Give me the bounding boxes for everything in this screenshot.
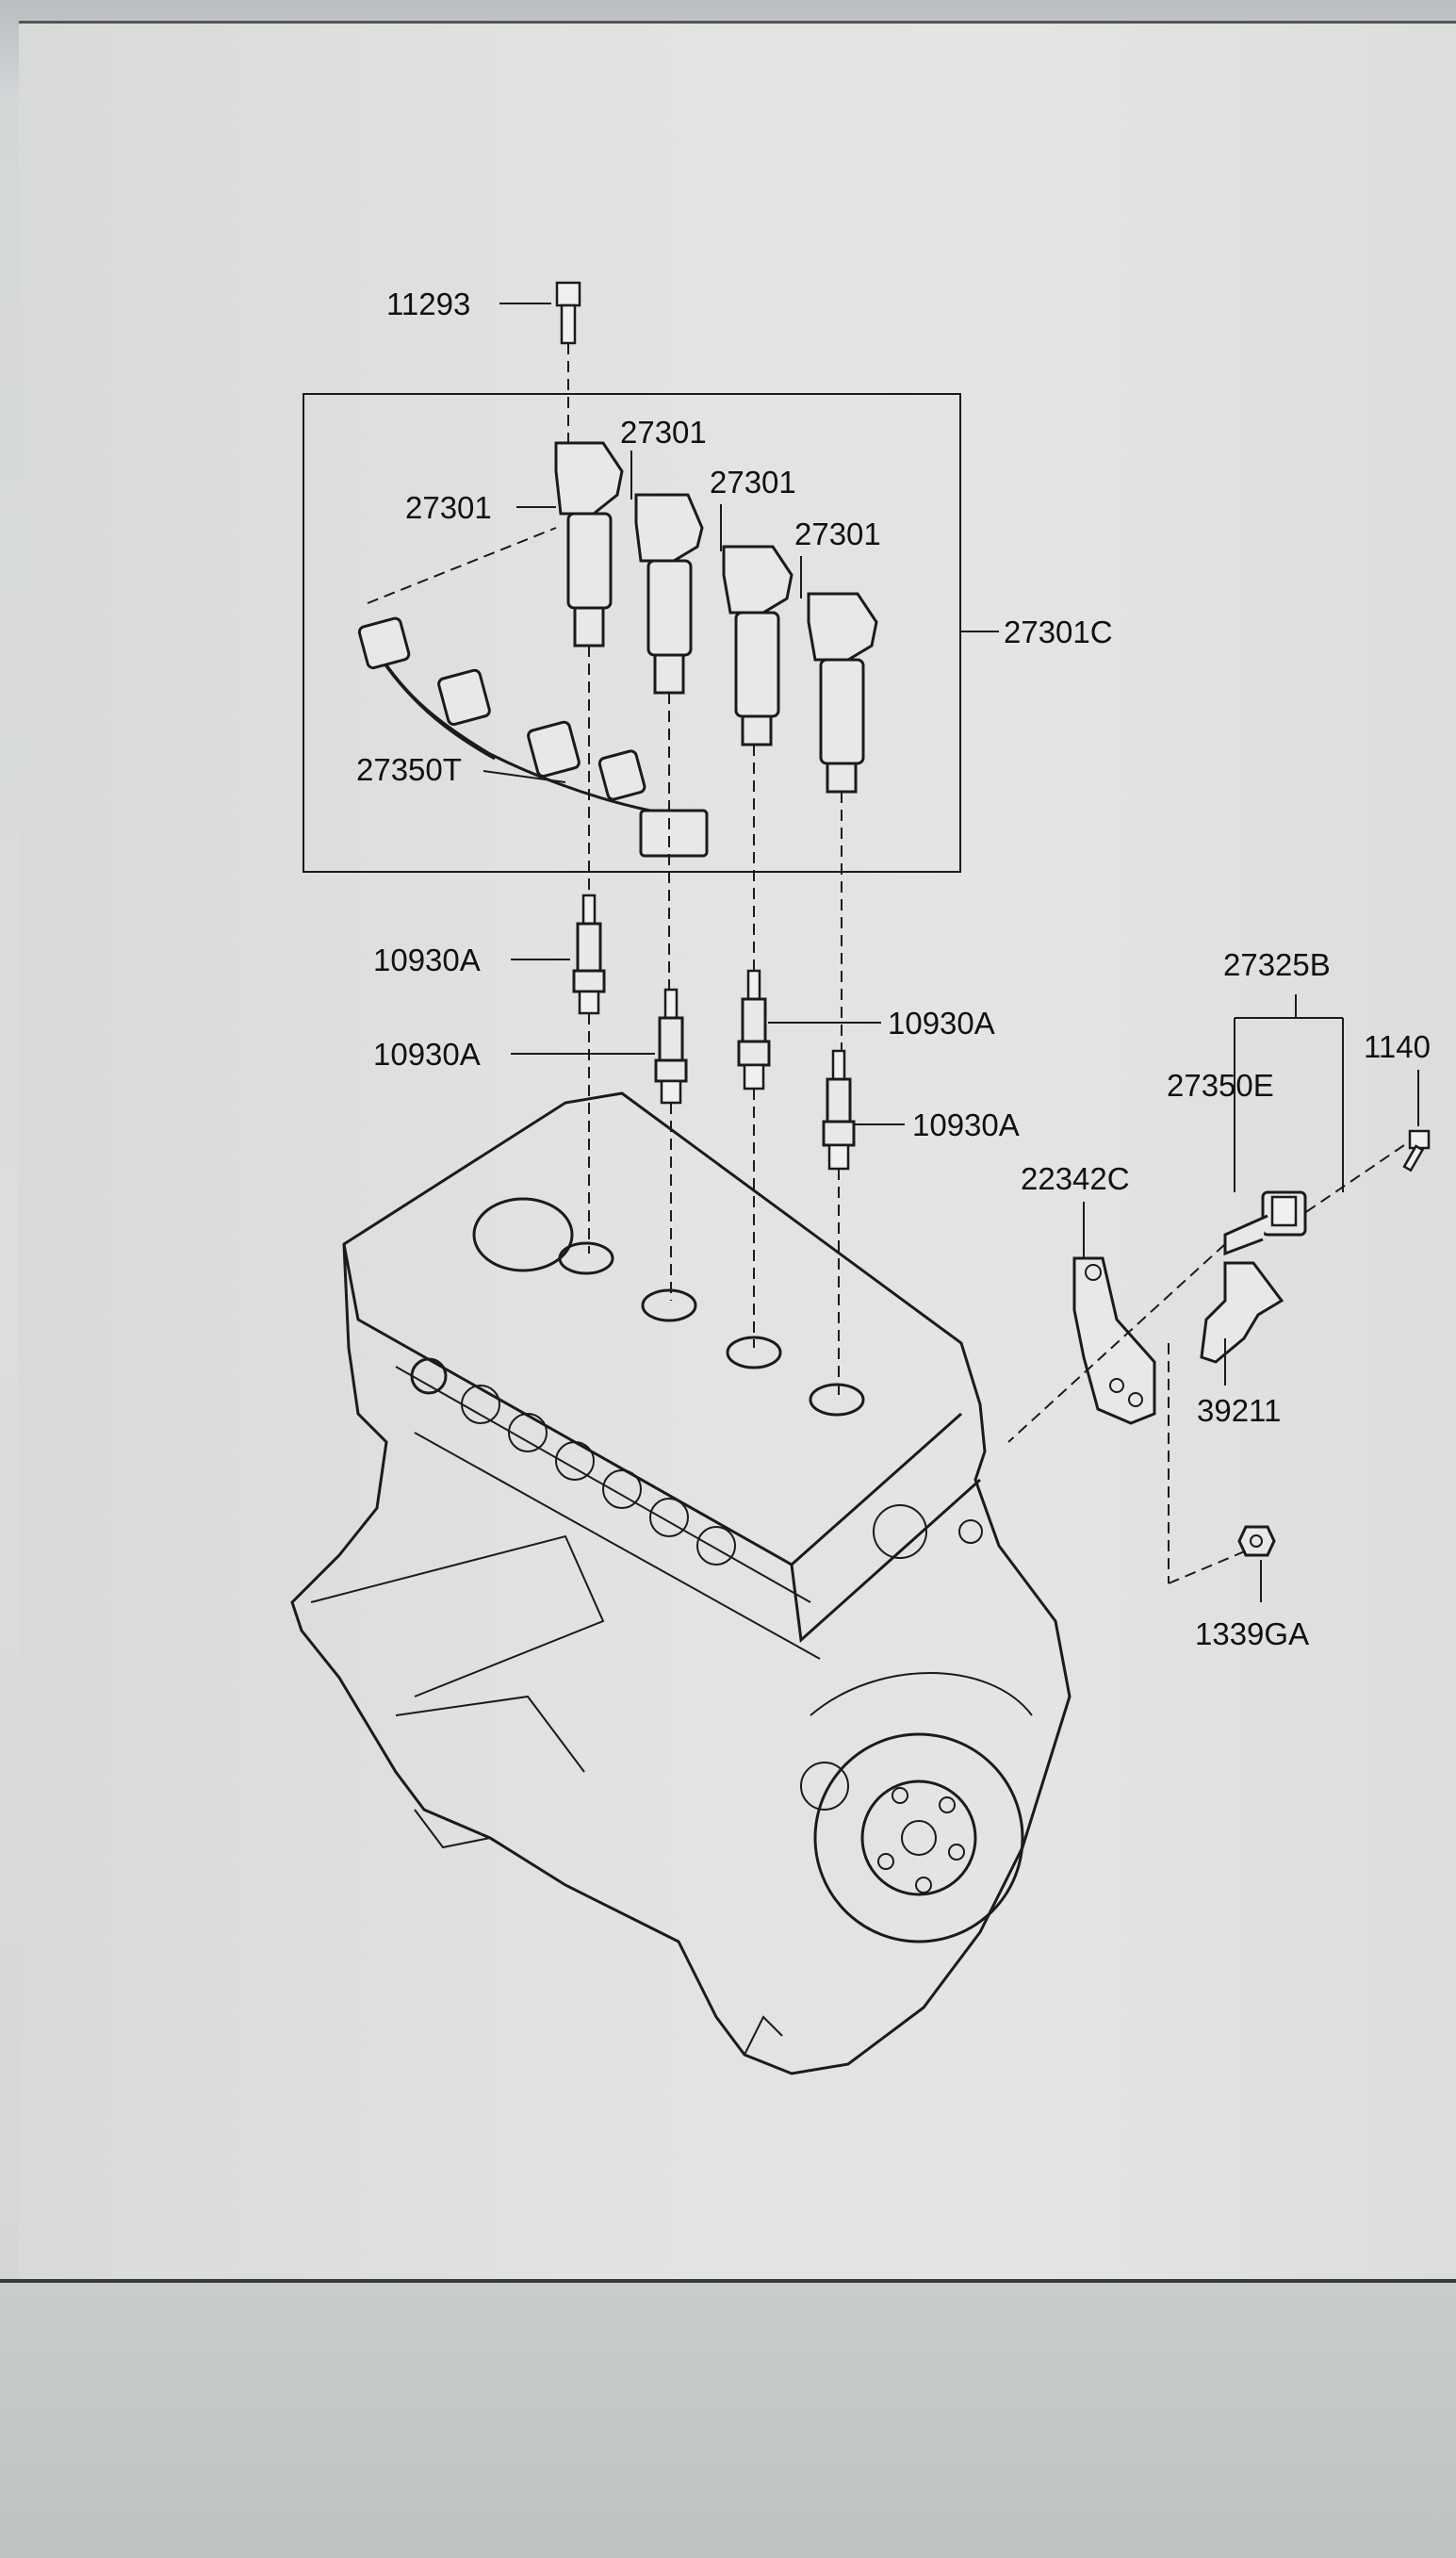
label-sensor-harness: 27350E: [1167, 1068, 1274, 1103]
spark-plug-2: [654, 988, 688, 1105]
ignition-coil-2: [634, 493, 704, 695]
label-bracket-plate: 22342C: [1021, 1161, 1130, 1196]
label-coil-a: 27301: [405, 490, 492, 525]
wiring-harness: [357, 527, 709, 858]
ignition-coil-3: [722, 545, 793, 746]
ignition-coil-4: [807, 592, 878, 794]
lower-margin: [0, 2283, 1456, 2558]
engine-block: [290, 1091, 1072, 2075]
crank-sensor: [1223, 1190, 1307, 1256]
sensor-bracket-plate: [1072, 1256, 1156, 1425]
coil-assembly-box: [303, 393, 961, 873]
diagram-sheet: [19, 21, 1456, 2286]
leader-27350T: [483, 770, 566, 783]
spark-plug-3: [737, 969, 771, 1090]
label-plug-b: 10930A: [373, 1037, 481, 1072]
label-plug-a: 10930A: [373, 943, 481, 977]
label-coil-c: 27301: [710, 465, 796, 500]
label-sensor-assembly: 27325B: [1223, 947, 1331, 982]
label-coil-b: 27301: [620, 415, 707, 450]
bottom-rule: [0, 2279, 1456, 2283]
spark-plug-1: [572, 894, 606, 1015]
spark-plug-4: [822, 1049, 856, 1171]
label-nut: 1339GA: [1195, 1616, 1309, 1651]
label-plug-d: 10930A: [912, 1107, 1020, 1142]
label-coil-d: 27301: [794, 517, 881, 551]
label-plug-c: 10930A: [888, 1006, 995, 1041]
small-bracket: [1200, 1261, 1284, 1364]
label-sensor-bolt: 1140: [1364, 1029, 1431, 1064]
sensor-bolt-icon: [1402, 1129, 1431, 1172]
label-bracket-small: 39211: [1197, 1393, 1281, 1428]
nut-icon: [1237, 1525, 1276, 1557]
ignition-coil-1: [554, 441, 624, 648]
label-bolt-top: 11293: [386, 287, 470, 321]
label-coil-assembly: 27301C: [1004, 615, 1113, 649]
bolt-icon: [555, 281, 581, 345]
label-harness: 27350T: [356, 752, 462, 787]
